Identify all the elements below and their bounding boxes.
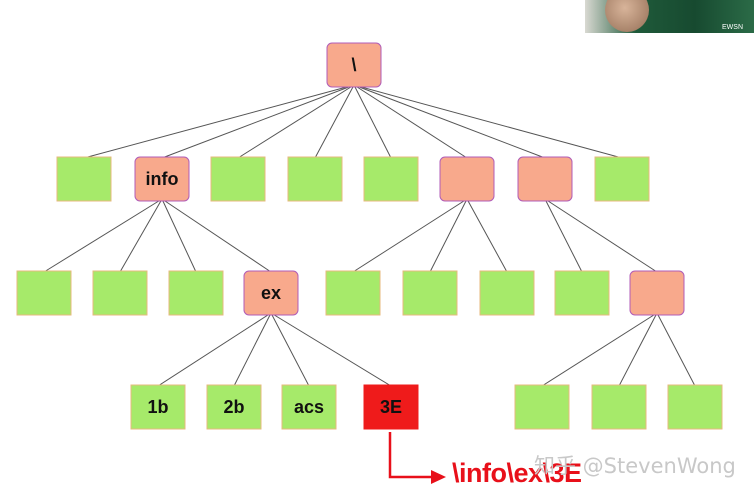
tree-node-l3-e [515,385,569,429]
node-box [440,157,494,201]
tree-node-l1-a [57,157,111,201]
edge-ex-to-2b [234,313,271,386]
node-box [93,271,147,315]
node-box [595,157,649,201]
tree-node-acs: acs [282,385,336,429]
edge-l2-i-to-l3-f [619,313,657,386]
node-label: acs [294,397,324,417]
webcam-overlay: EWSN [585,0,754,33]
tree-node-info: info [135,157,189,201]
tree-node-l1-f [440,157,494,201]
edge-root-to-l1-d [315,85,354,158]
node-label: ex [261,283,281,303]
node-box [364,157,418,201]
path-arrow [390,432,446,484]
node-label: info [146,169,179,189]
watermark: 知乎 @StevenWong [534,450,736,480]
tree-node-l1-d [288,157,342,201]
edge-ex-to-3E [271,313,391,386]
edge-ex-to-acs [271,313,309,386]
edge-root-to-info [162,85,354,158]
edge-l1-g-to-l2-h [545,199,582,272]
tree-node-3E: 3E [364,385,418,429]
tree-node-l2-a [17,271,71,315]
edge-info-to-l2-a [44,199,162,272]
tree-node-l2-h [555,271,609,315]
node-box [211,157,265,201]
node-box [326,271,380,315]
node-box [169,271,223,315]
tree-node-l2-e [326,271,380,315]
node-label: 2b [223,397,244,417]
tree-node-l2-b [93,271,147,315]
tree-node-l1-g [518,157,572,201]
edge-info-to-l2-b [120,199,162,272]
node-box [515,385,569,429]
edge-l1-g-to-l2-i [545,199,657,272]
edge-l1-f-to-l2-e [353,199,467,272]
tree-node-root: \ [327,43,381,87]
node-box [480,271,534,315]
edge-root-to-l1-e [354,85,391,158]
tree-node-l1-h [595,157,649,201]
presenter-face [605,0,649,32]
tree-node-l2-g [480,271,534,315]
tree-node-l3-f [592,385,646,429]
tree-node-l2-i [630,271,684,315]
node-box [17,271,71,315]
node-box [518,157,572,201]
node-box [592,385,646,429]
tree-node-l1-e [364,157,418,201]
tree-node-1b: 1b [131,385,185,429]
tree-nodes: \ info ex 1b 2b acs 3E [17,43,722,429]
tree-node-l2-c [169,271,223,315]
edge-l1-f-to-l2-g [467,199,507,272]
node-box [630,271,684,315]
node-label: 1b [147,397,168,417]
node-box [555,271,609,315]
tree-edges [44,85,695,386]
edge-l2-i-to-l3-e [542,313,657,386]
edge-info-to-ex [162,199,271,272]
tree-node-ex: ex [244,271,298,315]
node-label: 3E [380,397,402,417]
tree-node-l2-f [403,271,457,315]
node-box [288,157,342,201]
tree-node-l1-c [211,157,265,201]
edge-root-to-l1-c [238,85,354,158]
node-label: \ [351,55,356,75]
edge-l2-i-to-l3-g [657,313,695,386]
edge-root-to-l1-a [84,85,354,158]
edge-ex-to-1b [158,313,271,386]
node-box [403,271,457,315]
tree-node-l3-g [668,385,722,429]
node-box [57,157,111,201]
edge-l1-f-to-l2-f [430,199,467,272]
edge-root-to-l1-h [354,85,622,158]
webcam-badge: EWSN [722,24,743,31]
tree-node-2b: 2b [207,385,261,429]
node-box [668,385,722,429]
